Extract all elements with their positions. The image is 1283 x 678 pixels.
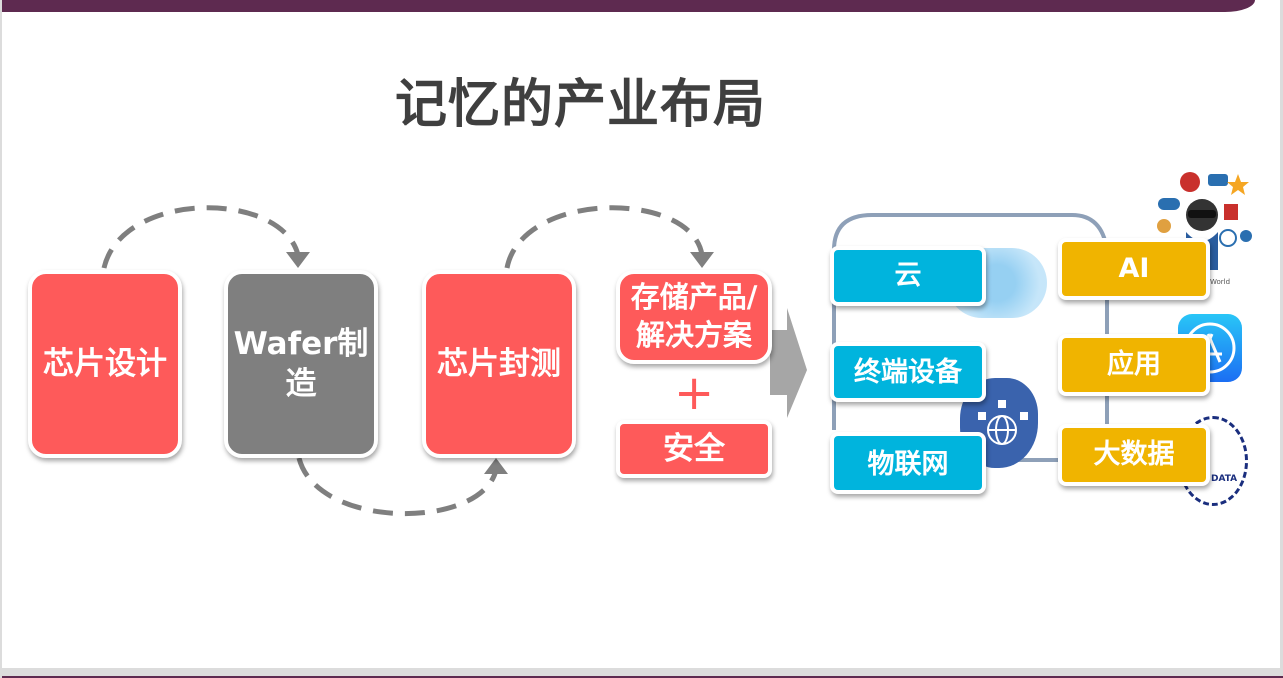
iot-box: 物联网 [830, 432, 986, 494]
application-box: 应用 [1058, 334, 1210, 396]
ai-box: AI [1058, 238, 1210, 300]
world-label: World [1210, 278, 1231, 286]
big-data-box: 大数据 [1058, 424, 1210, 486]
top-bar [2, 0, 1255, 12]
storage-solutions-box: 存储产品/解决方案 [616, 270, 772, 364]
chip-design-box: 芯片设计 [28, 270, 182, 458]
page-title: 记忆的产业布局 [395, 75, 767, 135]
globe-icon [978, 400, 1028, 445]
big-arrow [770, 308, 807, 418]
security-box: 安全 [616, 420, 772, 478]
wafer-manufacturing-box: Wafer制造 [224, 270, 378, 458]
cloud-box: 云 [830, 246, 986, 306]
terminal-devices-box: 终端设备 [830, 342, 986, 402]
arrowhead [690, 252, 714, 268]
data-label: DATA [1211, 474, 1238, 484]
dashed-arrow-design-to-wafer [101, 205, 301, 269]
bottom-line [2, 676, 1283, 678]
arrowhead [484, 458, 508, 474]
chip-packaging-box: 芯片封测 [422, 270, 576, 458]
plus-sign: + [674, 365, 715, 421]
dashed-arrow-wafer-to-package [296, 457, 499, 516]
arrowhead [286, 252, 310, 268]
dashed-arrow-package-to-storage [504, 205, 705, 269]
